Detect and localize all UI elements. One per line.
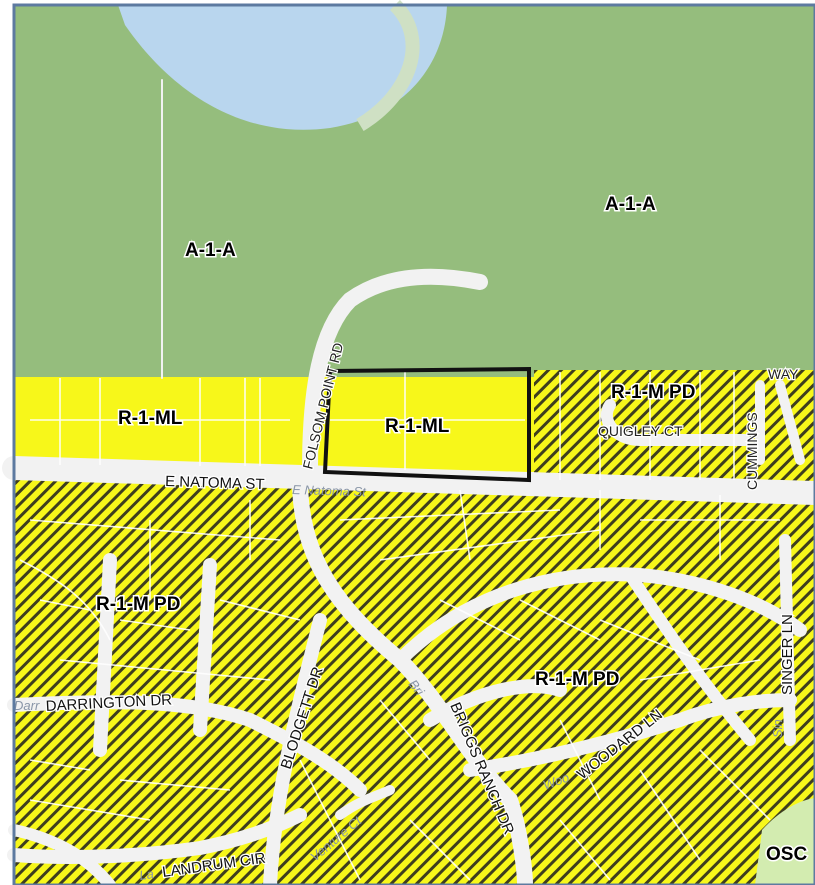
zone-label-osc: OSC [766, 844, 807, 865]
lake-shore-path [356, 0, 420, 132]
zone-r-1-ml-area[interactable] [14, 377, 534, 472]
selected-parcel-outline[interactable] [322, 366, 531, 483]
zone-label-r-1-m-pd-west: R-1-M PD [96, 594, 180, 615]
street-label-singer-ln: SINGER LN [779, 614, 796, 695]
zone-osc-area[interactable] [755, 798, 815, 885]
zone-label-r-1-ml-selected: R-1-ML [385, 416, 450, 437]
street-label-landrum-ghost: La [138, 866, 154, 883]
zone-label-a-1-a-east: A-1-A [605, 194, 656, 215]
zone-label-r-1-m-pd-north: R-1-M PD [611, 382, 695, 403]
street-label-cummings: CUMMINGS [744, 412, 760, 490]
street-label-e-natoma-st: E NATOMA ST [165, 473, 265, 493]
street-label-darrington-ghost: Darr [14, 698, 40, 713]
street-label-way: WAY [768, 366, 799, 382]
street-label-singer-ghost: Sin [770, 719, 785, 738]
street-label-quigley-ct: QUIGLEY CT [598, 423, 683, 439]
parcel-lines [19, 372, 780, 881]
zone-label-a-1-a-west: A-1-A [185, 240, 236, 261]
map-frame [12, 3, 815, 885]
street-label-e-natoma-ghost: E Natoma St [292, 482, 368, 499]
zone-label-r-1-m-pd-south: R-1-M PD [535, 669, 619, 690]
zone-label-r-1-ml-west: R-1-ML [118, 408, 183, 429]
roads [2, 79, 815, 885]
lake [118, 5, 447, 130]
zone-r-1-m-pd-north-area[interactable] [534, 370, 815, 480]
